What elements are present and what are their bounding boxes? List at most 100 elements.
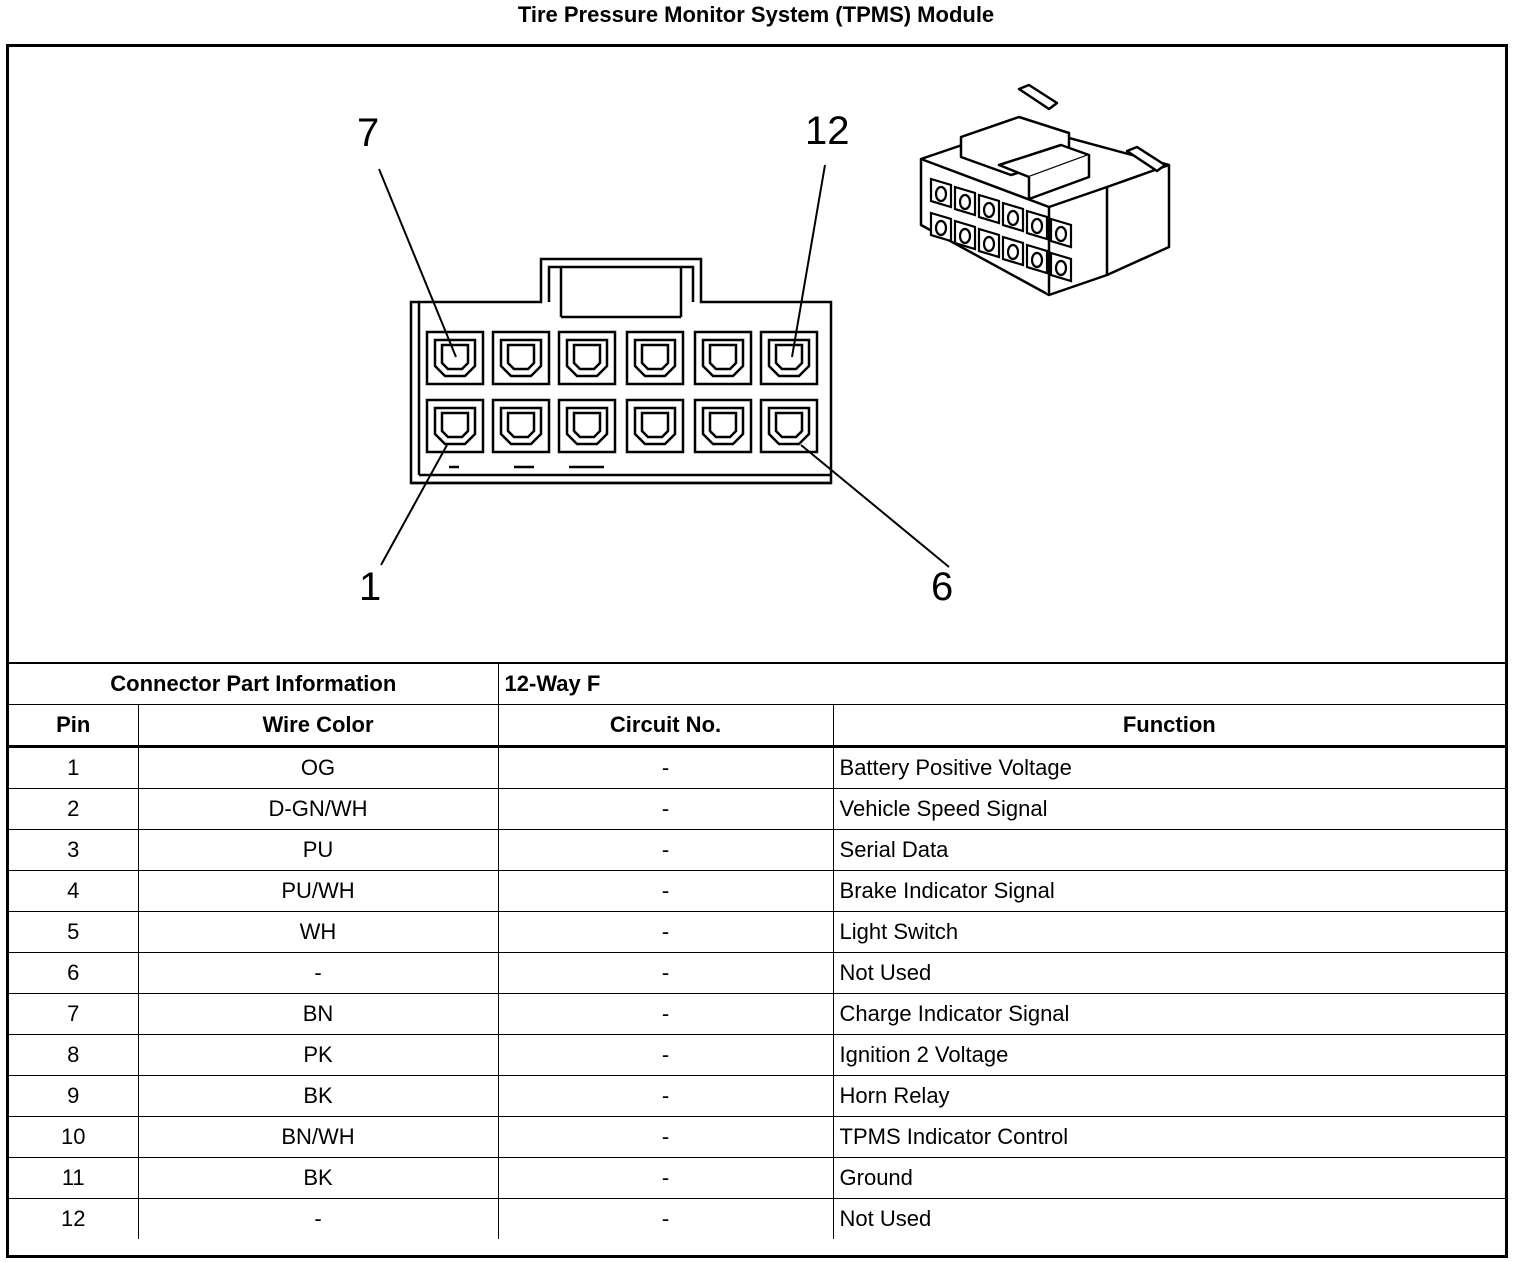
cavity-core [708, 411, 738, 439]
table-row: 12--Not Used [9, 1198, 1506, 1239]
cavity-terminal [701, 338, 745, 378]
cell-wire-color: WH [137, 911, 499, 953]
cell-pin: 6 [9, 952, 139, 994]
cavity-3d-hole [1006, 243, 1020, 261]
cavity-core [440, 411, 470, 439]
cell-pin: 11 [9, 1157, 139, 1199]
cavity-outline [625, 398, 685, 454]
cell-function: Battery Positive Voltage [832, 746, 1506, 789]
callout-pin-7: 7 [357, 111, 380, 155]
cavity-terminal [499, 338, 543, 378]
cavity-terminal [499, 406, 543, 446]
cell-function: Ground [832, 1157, 1506, 1199]
cell-circuit: - [497, 911, 834, 953]
page-title: Tire Pressure Monitor System (TPMS) Modu… [517, 2, 995, 27]
table-row: 6--Not Used [9, 952, 1506, 994]
cavity-outline [759, 330, 819, 386]
cavity-outline [557, 398, 617, 454]
cavity-3d-hole [958, 227, 972, 245]
cavity-3d-hole [1054, 225, 1068, 243]
cell-wire-color: PU/WH [137, 870, 499, 912]
cell-wire-color: OG [137, 746, 499, 789]
column-header-wire-color: Wire Color [137, 704, 499, 748]
cavity-3d-hole [1006, 209, 1020, 227]
cavity-3d-hole [982, 201, 996, 219]
connector-info-row: Connector Part Information 12-Way F [9, 662, 1506, 705]
cell-circuit: - [497, 993, 834, 1035]
cell-circuit: - [497, 952, 834, 994]
cavity-terminal [565, 406, 609, 446]
cell-circuit: - [497, 1116, 834, 1158]
cavity-terminal [633, 406, 677, 446]
cavity-core [506, 411, 536, 439]
cell-wire-color: - [137, 1198, 499, 1239]
cell-pin: 3 [9, 829, 139, 871]
cell-wire-color: - [137, 952, 499, 994]
cavity-outline [693, 330, 753, 386]
cell-wire-color: PU [137, 829, 499, 871]
cavity-outline [557, 330, 617, 386]
connector-face-drawing [378, 164, 950, 568]
callout-pin-1: 1 [359, 565, 382, 609]
cell-circuit: - [497, 1034, 834, 1076]
cavity-outline [625, 330, 685, 386]
cavity-core [572, 411, 602, 439]
cell-function: Serial Data [832, 829, 1506, 871]
connector-info-label: Connector Part Information [9, 662, 499, 705]
cell-pin: 2 [9, 788, 139, 830]
cell-wire-color: PK [137, 1034, 499, 1076]
cavity-outline [491, 398, 551, 454]
cell-pin: 10 [9, 1116, 139, 1158]
cavity-terminal [701, 406, 745, 446]
cavity-terminal [433, 338, 477, 378]
cavity-core [440, 343, 470, 371]
cell-pin: 9 [9, 1075, 139, 1117]
callout-pin-6: 6 [931, 565, 954, 609]
cell-circuit: - [497, 870, 834, 912]
cell-function: Vehicle Speed Signal [832, 788, 1506, 830]
cell-circuit: - [497, 1157, 834, 1199]
cavity-outline [425, 330, 485, 386]
cavity-core [774, 343, 804, 371]
connector-3d-drawing [919, 83, 1171, 297]
cavity-core [640, 343, 670, 371]
cavity-outline [425, 398, 485, 454]
cell-circuit: - [497, 1198, 834, 1239]
cell-circuit: - [497, 1075, 834, 1117]
cavity-outline [759, 398, 819, 454]
cell-pin: 8 [9, 1034, 139, 1076]
cell-pin: 4 [9, 870, 139, 912]
column-header-circuit: Circuit No. [497, 704, 834, 748]
cavity-core [708, 343, 738, 371]
cell-circuit: - [497, 829, 834, 871]
cavity-terminal [767, 338, 811, 378]
cell-function: Not Used [832, 952, 1506, 994]
cavity-3d-hole [1030, 251, 1044, 269]
cavity-3d-hole [958, 193, 972, 211]
cavity-terminal [767, 406, 811, 446]
column-header-pin: Pin [9, 704, 139, 748]
cavity-core [572, 343, 602, 371]
cavity-core [506, 343, 536, 371]
column-header-row: Pin Wire Color Circuit No. Function [9, 704, 1506, 748]
cell-function: Ignition 2 Voltage [832, 1034, 1506, 1076]
cavity-3d-hole [1054, 259, 1068, 277]
pin-table: Connector Part Information 12-Way F Pin … [9, 662, 1506, 1239]
cell-wire-color: D-GN/WH [137, 788, 499, 830]
cell-wire-color: BN [137, 993, 499, 1035]
cavity-3d-hole [982, 235, 996, 253]
cell-function: Light Switch [832, 911, 1506, 953]
cavity-3d-hole [1030, 217, 1044, 235]
connector-frame: 7 12 1 6 Connector Part Information 12-W… [6, 44, 1508, 1258]
column-header-function: Function [832, 704, 1506, 748]
